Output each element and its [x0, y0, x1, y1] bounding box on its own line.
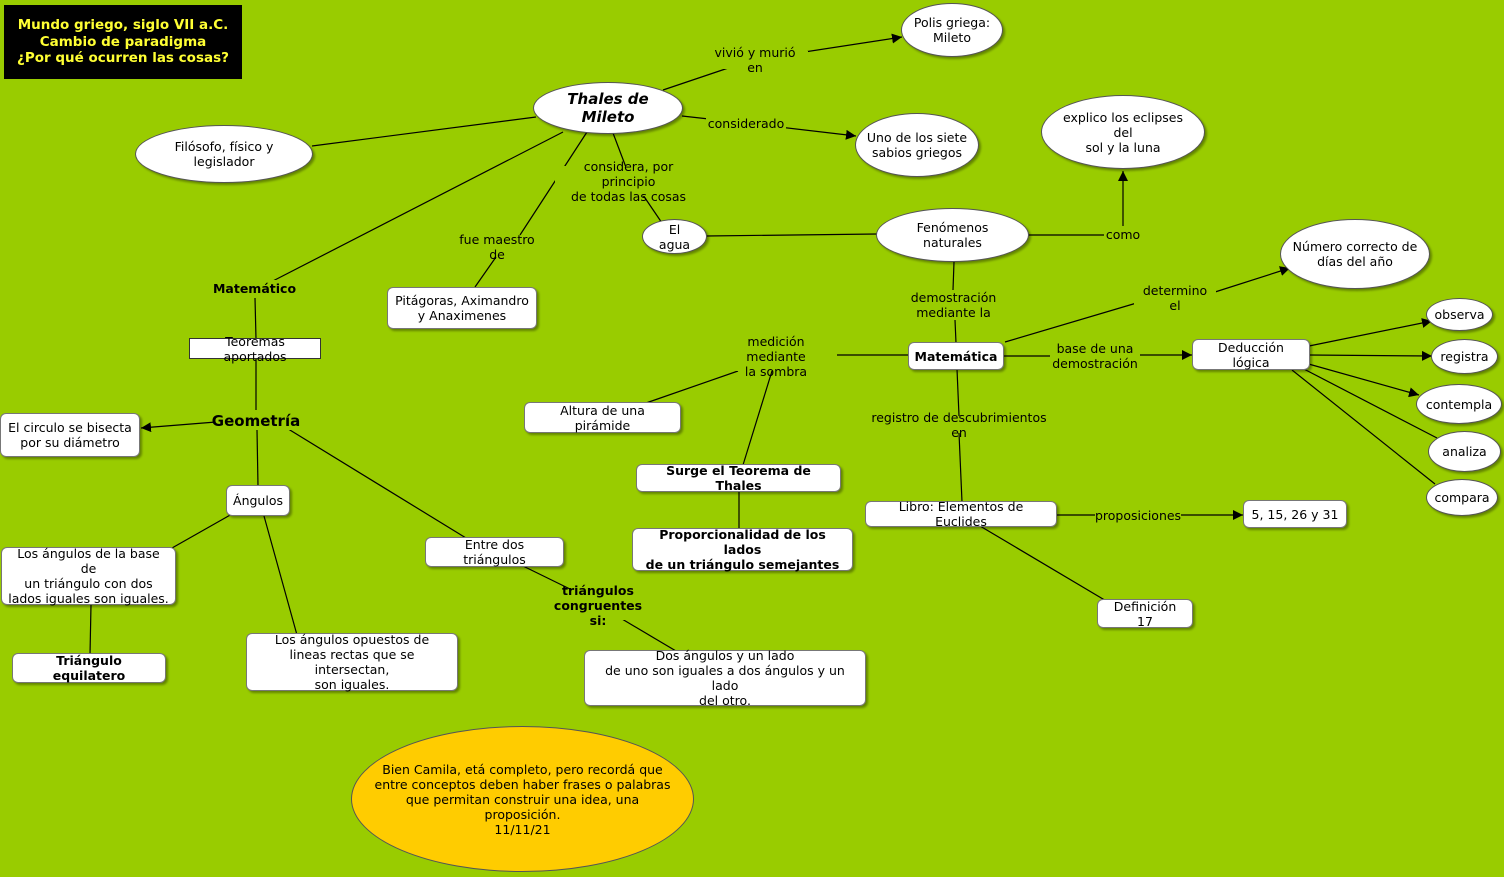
node-teorema-thales[interactable]: Surge el Teorema de Thales [636, 463, 841, 493]
link-base-demo: base de una demostración [1050, 341, 1140, 371]
node-circulo[interactable]: El circulo se bisecta por su diámetro [0, 413, 140, 457]
node-angulos-base[interactable]: Los ángulos de la base de un triángulo c… [1, 546, 176, 606]
node-matematica[interactable]: Matemática [908, 342, 1004, 370]
node-libro[interactable]: Libro: Elementos de Euclides [865, 499, 1057, 529]
node-teoremas[interactable]: Teoremas aportados [189, 334, 321, 364]
node-compara[interactable]: compara [1426, 479, 1498, 516]
node-dos-angulos[interactable]: Dos ángulos y un lado de uno son iguales… [584, 648, 866, 708]
link-matematico: Matemático [212, 280, 297, 297]
node-numero-dias[interactable]: Número correcto de días del año [1280, 219, 1430, 289]
link-geometria: Geometría [211, 411, 301, 430]
node-agua[interactable]: El agua [642, 219, 707, 254]
node-polis[interactable]: Polis griega: Mileto [901, 3, 1003, 57]
node-deduccion[interactable]: Deducción lógica [1192, 339, 1310, 370]
node-proposiciones-nums[interactable]: 5, 15, 26 y 31 [1243, 500, 1347, 528]
link-demostracion: demostración mediante la [910, 290, 997, 320]
node-equilatero[interactable]: Triángulo equilatero [12, 653, 166, 683]
node-proporcionalidad[interactable]: Proporcionalidad de los lados de un triá… [632, 527, 853, 572]
node-definicion[interactable]: Definición 17 [1097, 599, 1193, 629]
node-sabios[interactable]: Uno de los siete sabios griegos [855, 113, 979, 177]
node-observa[interactable]: observa [1426, 298, 1493, 331]
link-congruentes: triángulos congruentes si: [516, 583, 680, 628]
title-line-1: Mundo griego, siglo VII a.C. [17, 16, 229, 33]
link-vivio: vivió y murió en [702, 45, 808, 75]
node-pitagoras[interactable]: Pitágoras, Aximandro y Anaximenes [387, 287, 537, 329]
node-eclipses[interactable]: explico los eclipses del sol y la luna [1041, 95, 1205, 169]
node-angulos[interactable]: Ángulos [226, 485, 290, 516]
title-line-2: Cambio de paradigma [39, 33, 207, 50]
map-title: Mundo griego, siglo VII a.C. Cambio de p… [4, 5, 242, 79]
node-thales[interactable]: Thales de Mileto [533, 82, 683, 134]
node-filosofo[interactable]: Filósofo, físico y legislador [135, 125, 313, 183]
node-fenomenos[interactable]: Fenómenos naturales [876, 208, 1029, 262]
node-opuestos[interactable]: Los ángulos opuestos de lineas rectas qu… [246, 632, 458, 692]
node-registra[interactable]: registra [1431, 339, 1498, 374]
link-proposiciones: proposiciones [1094, 507, 1182, 524]
link-como: como [1104, 226, 1142, 243]
link-considerado: considerado [706, 115, 786, 132]
node-altura-piramide[interactable]: Altura de una pirámide [524, 402, 681, 433]
link-determino: determino el [1134, 283, 1216, 313]
teacher-note: Bien Camila, etá completo, pero recordá … [351, 726, 694, 872]
title-line-3: ¿Por qué ocurren las cosas? [17, 50, 229, 67]
link-registro: registro de descubrimientos en [862, 410, 1056, 440]
node-contempla[interactable]: contempla [1416, 384, 1502, 424]
node-entre-triangulos[interactable]: Entre dos triángulos [425, 537, 564, 567]
link-medicion: medición mediante la sombra [715, 334, 837, 379]
node-analiza[interactable]: analiza [1428, 431, 1501, 472]
link-considera: considera, por principio de todas las co… [555, 159, 702, 204]
link-fue-maestro: fue maestro de [448, 232, 546, 262]
